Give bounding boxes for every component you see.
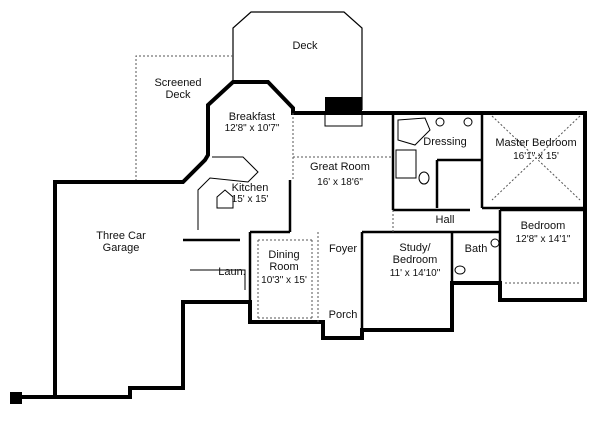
room-size: 16' x 18'6" [317,177,363,188]
room-bath: Bath [465,243,488,255]
room-deck: Deck [292,40,317,52]
room-great-room: Great Room 16' x 18'6" [310,161,370,189]
room-boundaries [257,113,581,322]
room-hall: Hall [436,214,455,226]
room-name: Bedroom [520,220,566,232]
fireplace-icon [325,97,362,113]
room-master-bedroom: Master Bedroom 16'1" x 15' [495,137,576,163]
room-size: 10'3" x 15' [261,275,307,286]
interior-walls [183,113,585,330]
screened-deck-outline [135,55,233,182]
room-name: Bath [464,243,488,255]
room-dressing: Dressing [423,136,466,148]
room-name: Great Room [310,161,370,173]
room-three-car-garage: Three Car Garage [96,230,146,254]
room-size: 12'8" x 10'7" [224,123,280,134]
room-name: Hall [435,214,455,226]
kitchen-counters [190,156,259,290]
room-name: Dressing [423,136,467,148]
room-size: 16'1" x 15' [513,151,559,162]
room-size: 15' x 15' [231,194,269,205]
room-size: 12'8" x 14'1" [515,234,571,245]
room-screened-deck: Screened Deck [148,77,208,101]
room-name: Breakfast [228,111,276,123]
room-name: Master Bedroom [495,137,577,149]
deck-outline [232,11,363,110]
room-name: Study/ Bedroom [392,242,438,266]
room-name: Foyer [328,243,358,255]
room-porch: Porch [329,309,358,321]
room-size: 11' x 14'10" [389,268,441,279]
room-name: Three Car Garage [96,230,146,254]
room-name: Screened Deck [154,77,202,101]
room-bedroom: Bedroom 12'8" x 14'1" [516,220,571,246]
room-name: Dining Room [268,249,300,273]
corner-post [10,392,22,404]
room-name: Porch [328,309,358,321]
room-name: Kitchen [231,182,269,194]
hearth [324,112,363,127]
room-laundry: Laun. [218,266,246,278]
room-name: Deck [292,40,318,52]
room-study-bedroom: Study/ Bedroom 11' x 14'10" [390,242,441,280]
bathroom-fixtures [395,117,500,275]
room-foyer: Foyer [329,243,357,255]
room-dining-room: Dining Room 10'3" x 15' [261,249,307,287]
room-name: Laun. [218,266,246,278]
